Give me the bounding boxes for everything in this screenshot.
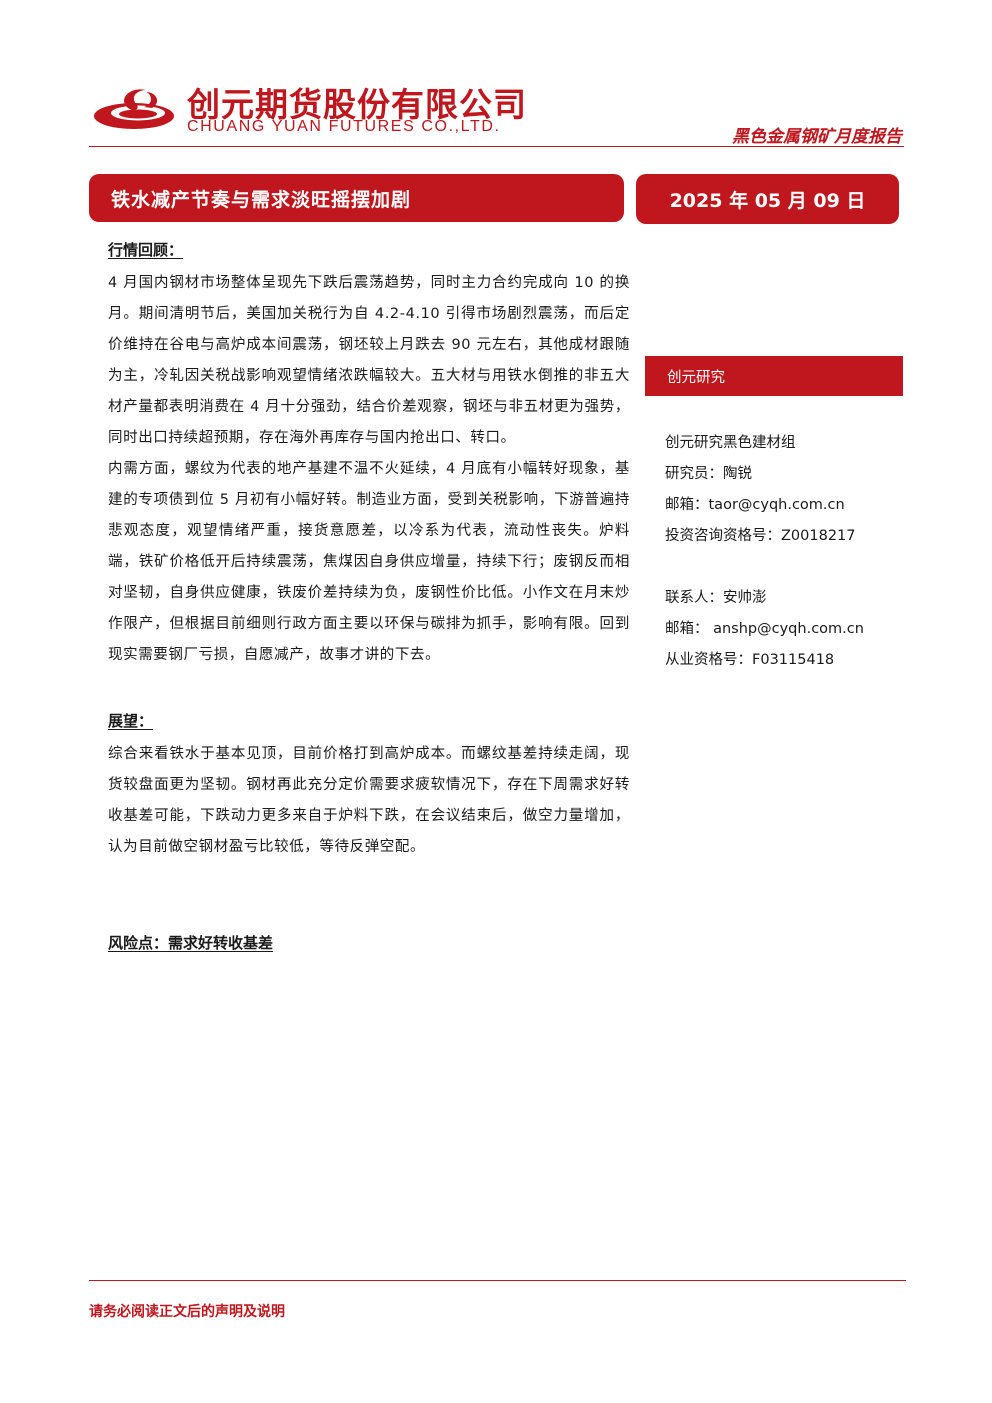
researcher-name: 研究员：陶锐 bbox=[665, 466, 752, 482]
footer-divider bbox=[89, 1280, 906, 1281]
review-heading: 行情回顾： bbox=[108, 241, 184, 259]
sidebar-section-banner: 创元研究 bbox=[645, 356, 903, 396]
header-divider bbox=[89, 146, 904, 147]
contact-email: 邮箱： anshp@cyqh.com.cn bbox=[665, 621, 864, 637]
company-name-en: CHUANG YUAN FUTURES CO.,LTD. bbox=[187, 118, 501, 135]
report-date: 2025 年 05 月 09 日 bbox=[669, 189, 866, 212]
report-type-label: 黑色金属钢矿月度报告 bbox=[732, 127, 902, 147]
risk-heading: 风险点：需求好转收基差 bbox=[108, 934, 274, 952]
report-title-banner: 铁水减产节奏与需求淡旺摇摆加剧 bbox=[89, 174, 624, 222]
outlook-heading: 展望： bbox=[108, 712, 154, 730]
review-paragraph: 内需方面，螺纹为代表的地产基建不温不火延续，4 月底有小幅转好现象，基建的专项债… bbox=[108, 461, 630, 663]
contact-license: 从业资格号：F03115418 bbox=[665, 652, 835, 668]
sidebar-section-label: 创元研究 bbox=[667, 369, 725, 386]
research-group: 创元研究黑色建材组 bbox=[665, 435, 796, 451]
researcher-license: 投资咨询资格号：Z0018217 bbox=[665, 528, 856, 544]
outlook-paragraph: 综合来看铁水于基本见顶，目前价格打到高炉成本。而螺纹基差持续走阔，现货较盘面更为… bbox=[108, 746, 630, 855]
report-date-banner: 2025 年 05 月 09 日 bbox=[636, 174, 899, 224]
company-logo-icon bbox=[94, 89, 174, 129]
analyst-info: 创元研究黑色建材组 研究员：陶锐 邮箱：taor@cyqh.com.cn 投资咨… bbox=[665, 428, 905, 676]
contact-name: 联系人：安帅澎 bbox=[665, 590, 767, 606]
researcher-email: 邮箱：taor@cyqh.com.cn bbox=[665, 497, 845, 513]
report-title: 铁水减产节奏与需求淡旺摇摆加剧 bbox=[111, 188, 412, 211]
company-name-cn: 创元期货股份有限公司 bbox=[187, 85, 527, 124]
footer-disclaimer-note: 请务必阅读正文后的声明及说明 bbox=[89, 1304, 285, 1320]
review-paragraph: 4 月国内钢材市场整体呈现先下跌后震荡趋势，同时主力合约完成向 10 的换月。期… bbox=[108, 275, 630, 446]
main-content: 行情回顾： 4 月国内钢材市场整体呈现先下跌后震荡趋势，同时主力合约完成向 10… bbox=[108, 238, 630, 955]
